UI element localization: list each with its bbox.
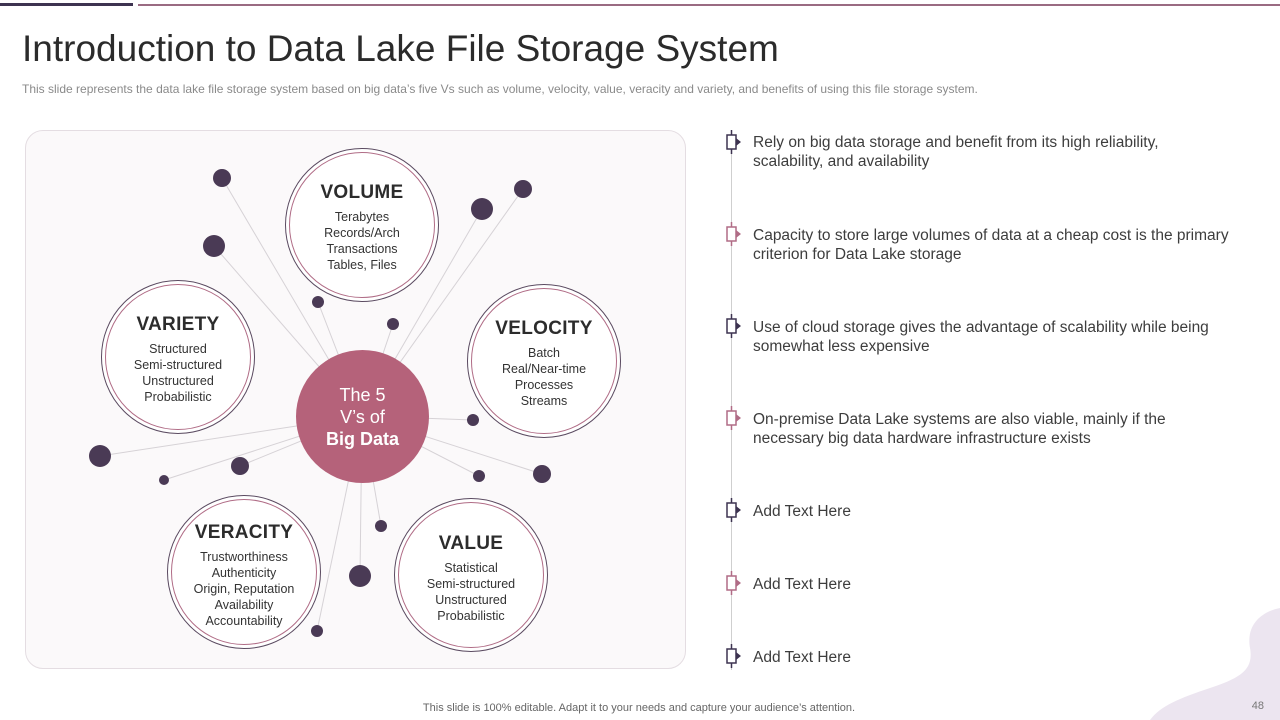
node-dot bbox=[231, 457, 249, 475]
node-dot bbox=[213, 169, 231, 187]
node-dot bbox=[387, 318, 399, 330]
benefits-timeline bbox=[731, 130, 732, 670]
velocity-line: Real/Near-time bbox=[501, 362, 587, 376]
top-accent-bar-light bbox=[138, 4, 1280, 6]
node-dot bbox=[471, 198, 493, 220]
node-dot bbox=[473, 470, 485, 482]
value-title: VALUE bbox=[438, 533, 504, 554]
center-hub: The 5 V’s of Big Data bbox=[296, 350, 429, 483]
volume-line: Terabytes bbox=[334, 210, 390, 224]
arrow-marker-icon bbox=[726, 130, 741, 154]
veracity-line: Authenticity bbox=[211, 566, 277, 580]
node-dot bbox=[514, 180, 532, 198]
arrow-marker-icon bbox=[726, 406, 741, 430]
node-dot bbox=[533, 465, 551, 483]
benefit-item: Rely on big data storage and benefit fro… bbox=[753, 134, 1159, 170]
veracity-line: Availability bbox=[214, 598, 274, 612]
velocity-line: Processes bbox=[514, 378, 574, 392]
variety-circle: VARIETY Structured Semi-structured Unstr… bbox=[101, 280, 255, 434]
node-dot bbox=[375, 520, 387, 532]
variety-title: VARIETY bbox=[136, 314, 220, 335]
value-circle: VALUE Statistical Semi-structured Unstru… bbox=[394, 498, 548, 652]
node-dot bbox=[349, 565, 371, 587]
center-line: V’s of bbox=[340, 406, 385, 427]
value-line: Statistical bbox=[444, 561, 498, 575]
footer-note: This slide is 100% editable. Adapt it to… bbox=[422, 702, 856, 714]
velocity-title: VELOCITY bbox=[495, 318, 593, 339]
volume-circle: VOLUME Terabytes Records/Arch Transactio… bbox=[285, 148, 439, 302]
node-dot bbox=[312, 296, 324, 308]
value-line: Unstructured bbox=[435, 593, 507, 607]
node-dot bbox=[89, 445, 111, 467]
top-accent-bar-dark bbox=[0, 3, 133, 6]
arrow-marker-icon bbox=[726, 571, 741, 595]
value-line: Probabilistic bbox=[437, 609, 505, 623]
value-line: Semi-structured bbox=[426, 577, 516, 591]
benefit-item: Capacity to store large volumes of data … bbox=[753, 227, 1229, 263]
veracity-circle: VERACITY Trustworthiness Authenticity Or… bbox=[167, 495, 321, 649]
veracity-title: VERACITY bbox=[194, 522, 294, 543]
benefit-item: Use of cloud storage gives the advantage… bbox=[753, 319, 1209, 355]
velocity-line: Batch bbox=[528, 346, 560, 360]
veracity-line: Origin, Reputation bbox=[193, 582, 295, 596]
node-dot bbox=[159, 475, 169, 485]
arrow-marker-icon bbox=[726, 644, 741, 668]
benefit-item: Add Text Here bbox=[753, 503, 851, 520]
arrow-marker-icon bbox=[726, 222, 741, 246]
node-dot bbox=[203, 235, 225, 257]
velocity-line: Streams bbox=[520, 394, 568, 408]
volume-line: Tables, Files bbox=[327, 258, 397, 272]
node-dot bbox=[467, 414, 479, 426]
center-line: The 5 bbox=[339, 384, 386, 405]
veracity-line: Trustworthiness bbox=[200, 550, 288, 564]
center-line-bold: Big Data bbox=[325, 428, 399, 449]
decorative-corner-shape bbox=[1150, 608, 1280, 720]
page-title: Introduction to Data Lake File Storage S… bbox=[22, 28, 779, 69]
volume-line: Transactions bbox=[326, 242, 398, 256]
veracity-line: Accountability bbox=[205, 614, 283, 628]
variety-line: Semi-structured bbox=[133, 358, 223, 372]
variety-line: Structured bbox=[149, 342, 207, 356]
node-dot bbox=[311, 625, 323, 637]
arrow-marker-icon bbox=[726, 314, 741, 338]
velocity-circle: VELOCITY Batch Real/Near-time Processes … bbox=[467, 284, 621, 438]
arrow-marker-icon bbox=[726, 498, 741, 522]
benefit-item: On-premise Data Lake systems are also vi… bbox=[753, 411, 1166, 447]
benefit-item: Add Text Here bbox=[753, 576, 851, 593]
variety-line: Unstructured bbox=[142, 374, 214, 388]
volume-title: VOLUME bbox=[320, 182, 404, 203]
volume-line: Records/Arch bbox=[324, 226, 400, 240]
variety-line: Probabilistic bbox=[144, 390, 212, 404]
page-number: 48 bbox=[1251, 700, 1264, 712]
page-subtitle: This slide represents the data lake file… bbox=[22, 82, 978, 96]
benefit-item: Add Text Here bbox=[753, 649, 851, 666]
